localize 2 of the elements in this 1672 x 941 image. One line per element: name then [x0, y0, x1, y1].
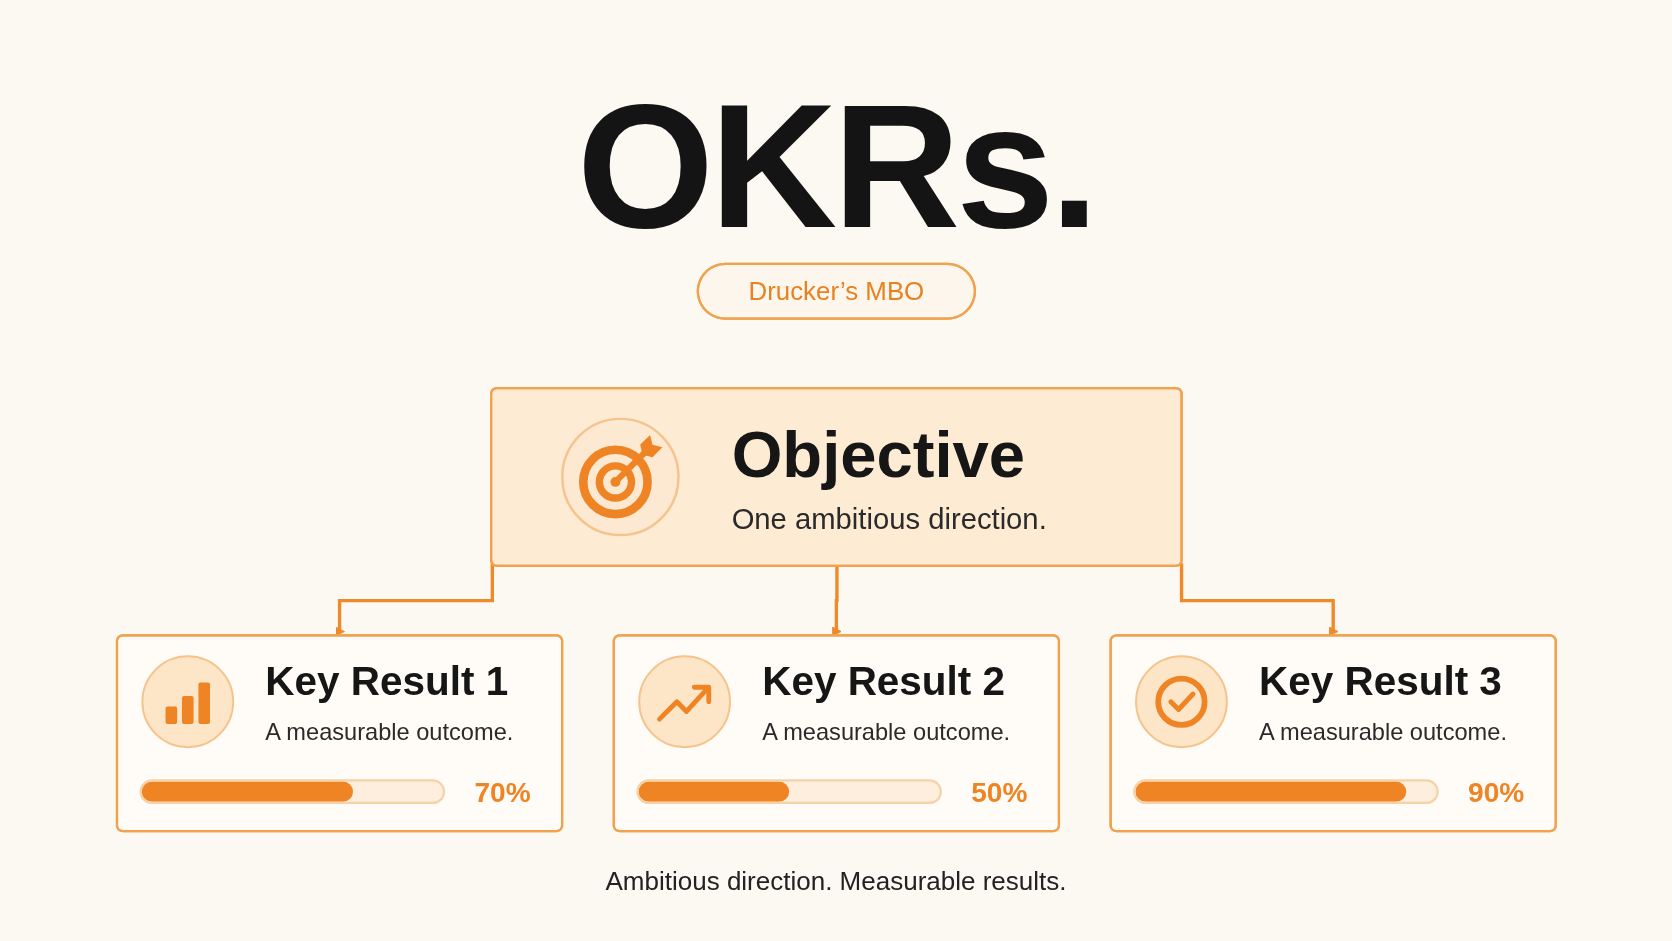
caption: Ambitious direction. Measurable results. — [605, 866, 1067, 896]
title: OKRs. — [577, 68, 1095, 264]
